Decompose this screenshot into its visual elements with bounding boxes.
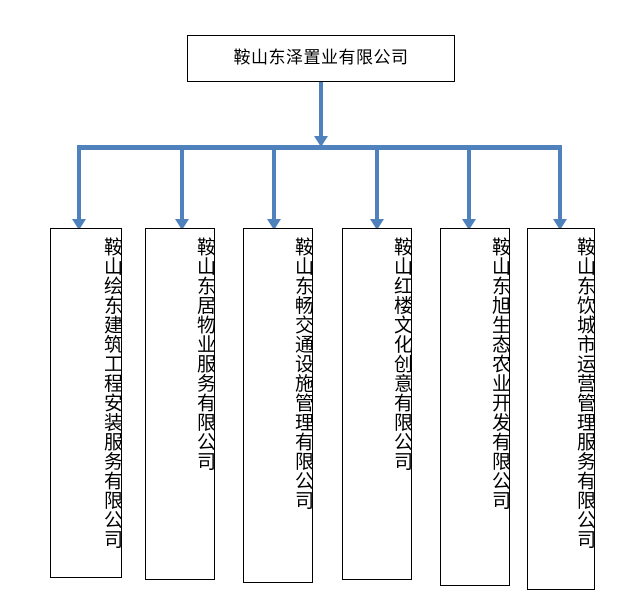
connector-drop-5-arrow-icon (462, 219, 476, 230)
org-node-child-4[interactable]: 鞍山红楼文化创意有限公司 (342, 228, 412, 580)
connector-drop-4-arrow-icon (370, 219, 384, 230)
connector-drop-5 (467, 145, 471, 225)
connector-drop-4 (375, 145, 379, 225)
connector-drop-2 (180, 145, 184, 225)
org-node-child-4-label: 鞍山红楼文化创意有限公司 (391, 237, 412, 471)
org-node-child-5-label: 鞍山东旭生态农业开发有限公司 (489, 237, 510, 510)
connector-drop-2-arrow-icon (175, 219, 189, 230)
org-node-child-2-label: 鞍山东居物业服务有限公司 (194, 237, 215, 471)
org-node-child-5[interactable]: 鞍山东旭生态农业开发有限公司 (440, 228, 510, 586)
connector-drop-3-arrow-icon (267, 219, 281, 230)
org-node-root-label: 鞍山东泽置业有限公司 (233, 48, 409, 68)
connector-root-stem-arrow-icon (314, 136, 328, 147)
connector-root-stem (319, 82, 323, 139)
connector-drop-6 (558, 145, 562, 225)
org-node-child-6-label: 鞍山东饮城市运营管理服务有限公司 (574, 237, 595, 549)
org-node-child-3[interactable]: 鞍山东畅交通设施管理有限公司 (243, 228, 313, 583)
org-node-root[interactable]: 鞍山东泽置业有限公司 (187, 35, 455, 82)
connector-drop-1 (77, 145, 81, 225)
org-node-child-2[interactable]: 鞍山东居物业服务有限公司 (145, 228, 215, 580)
org-node-child-6[interactable]: 鞍山东饮城市运营管理服务有限公司 (527, 228, 595, 590)
org-node-child-3-label: 鞍山东畅交通设施管理有限公司 (292, 237, 313, 510)
connector-drop-3 (272, 145, 276, 225)
org-node-child-1-label: 鞍山绘东建筑工程安装服务有限公司 (101, 237, 122, 549)
connector-drop-1-arrow-icon (72, 219, 86, 230)
org-node-child-1[interactable]: 鞍山绘东建筑工程安装服务有限公司 (50, 228, 122, 578)
connector-horizontal-bus (77, 145, 561, 150)
connector-drop-6-arrow-icon (553, 219, 567, 230)
